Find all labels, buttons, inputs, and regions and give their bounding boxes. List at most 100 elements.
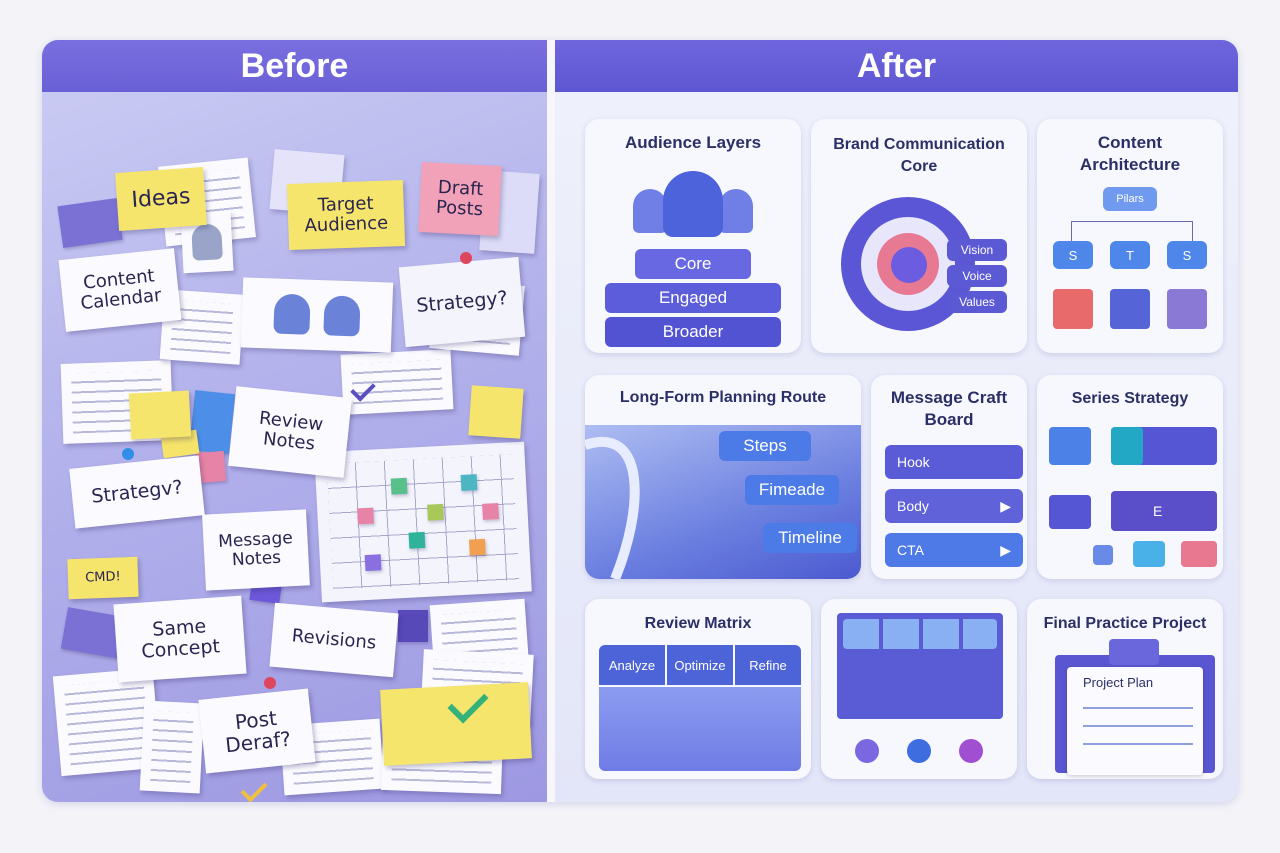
note-same-concept: Same Concept bbox=[113, 595, 247, 683]
calendar-entry bbox=[390, 477, 408, 495]
card-review-matrix: Review Matrix Analyze Optimize Refine bbox=[585, 599, 811, 779]
card-title: Content Architecture bbox=[1079, 133, 1181, 174]
note-content-calendar-label: Content Calendar bbox=[79, 265, 163, 315]
clipboard-clip bbox=[1109, 639, 1159, 665]
sticky-note-yellow bbox=[128, 390, 192, 440]
note-draft-posts: Draft Posts bbox=[418, 161, 502, 237]
person-icon bbox=[663, 171, 723, 237]
envelope-icon bbox=[57, 198, 123, 248]
core-label-voice: Voice bbox=[947, 265, 1007, 287]
note-draft-posts-label: Draft Posts bbox=[435, 177, 484, 221]
card-title: Long-Form Planning Route bbox=[619, 389, 827, 406]
after-dashboard: Audience Layers Core Engaged Broader Bra… bbox=[555, 92, 1238, 802]
calendar-grid bbox=[314, 441, 532, 603]
calendar-entry bbox=[460, 474, 478, 491]
sticky-note-yellow bbox=[380, 682, 532, 766]
color-chip bbox=[398, 610, 428, 642]
craft-row-hook: Hook bbox=[885, 445, 1023, 479]
note-review-notes: Review Notes bbox=[228, 386, 352, 478]
status-dot bbox=[959, 739, 983, 763]
calendar-entry bbox=[468, 538, 486, 556]
close-icon bbox=[1181, 541, 1217, 567]
series-node-label: E bbox=[1153, 503, 1163, 519]
person-icon bbox=[273, 293, 311, 335]
calendar-lines bbox=[326, 454, 520, 590]
craft-row-label: CTA bbox=[897, 542, 924, 558]
note-ideas-label: Ideas bbox=[130, 183, 192, 213]
paper-sheet bbox=[340, 349, 454, 415]
calendar-entry bbox=[482, 503, 499, 520]
push-pin-icon bbox=[264, 677, 276, 689]
note-strategy-1: Strategy? bbox=[398, 256, 526, 348]
note-post-draft: Post Deraf? bbox=[198, 688, 316, 774]
core-label-vision: Vision bbox=[947, 239, 1007, 261]
card-title: Review Matrix bbox=[644, 615, 752, 632]
note-revisions-label: Revisions bbox=[290, 625, 378, 654]
status-dot bbox=[907, 739, 931, 763]
mail-icon bbox=[1049, 495, 1091, 529]
route-path-icon bbox=[585, 437, 640, 579]
card-board bbox=[821, 599, 1017, 779]
calendar-entry bbox=[408, 531, 426, 549]
note-same-concept-label: Same Concept bbox=[140, 615, 221, 663]
architecture-root: Pilars bbox=[1103, 187, 1157, 211]
card-title: Message Craft Board bbox=[890, 388, 1008, 429]
card-message-craft: Message Craft Board Hook Body ▶ CTA ▶ bbox=[871, 375, 1027, 579]
layer-core: Core bbox=[635, 249, 751, 279]
card-title: Series Strategy bbox=[1071, 390, 1189, 407]
audience-group-icon bbox=[633, 171, 753, 241]
craft-row-label: Body bbox=[897, 498, 929, 514]
architecture-node: S bbox=[1053, 241, 1093, 269]
push-pin-icon bbox=[122, 448, 134, 460]
card-brand-core: Brand Communication Core Vision Voice Va… bbox=[811, 119, 1027, 353]
card-final-project: Final Practice Project Project Plan bbox=[1027, 599, 1223, 779]
person-icon bbox=[191, 223, 223, 261]
note-target-audience-label: Target Audience bbox=[304, 193, 389, 237]
note-cmd-label: CMD! bbox=[84, 569, 121, 586]
note-message-notes: Message Notes bbox=[202, 509, 310, 591]
note-strategy-1-label: Strategy? bbox=[415, 286, 509, 317]
card-title: Audience Layers bbox=[624, 133, 762, 152]
comparison-frame: Before After bbox=[42, 40, 1238, 802]
paper-sheet bbox=[139, 700, 205, 794]
note-target-audience: Target Audience bbox=[286, 179, 406, 251]
series-node bbox=[1133, 541, 1165, 567]
sticky-note-yellow bbox=[468, 385, 524, 439]
route-step-fimeade: Fimeade bbox=[745, 475, 839, 505]
matrix-column-refine: Refine bbox=[735, 645, 801, 685]
play-icon: ▶ bbox=[1000, 497, 1011, 514]
person-icon bbox=[323, 295, 361, 337]
route-step-steps: Steps bbox=[719, 431, 811, 461]
person-icon bbox=[719, 189, 753, 233]
series-node bbox=[1049, 427, 1091, 465]
card-long-form-route: Long-Form Planning Route Steps Fimeade T… bbox=[585, 375, 861, 579]
plan-title: Project Plan bbox=[1083, 675, 1154, 690]
note-cmd: CMD! bbox=[67, 556, 139, 600]
series-node bbox=[1093, 545, 1113, 565]
card-content-architecture: Content Architecture Pilars S T S bbox=[1037, 119, 1223, 353]
calendar-entry bbox=[357, 507, 375, 525]
route-step-timeline: Timeline bbox=[763, 523, 857, 553]
card-series-strategy: Series Strategy E bbox=[1037, 375, 1223, 579]
matrix-body bbox=[599, 687, 801, 771]
calendar-entry bbox=[364, 554, 382, 572]
board-header-row bbox=[843, 619, 997, 649]
matrix-column-optimize: Optimize bbox=[667, 645, 733, 685]
architecture-node: S bbox=[1167, 241, 1207, 269]
card-audience-layers: Audience Layers Core Engaged Broader bbox=[585, 119, 801, 353]
chat-icon bbox=[1110, 289, 1150, 329]
location-icon bbox=[1053, 289, 1093, 329]
after-header: After bbox=[555, 40, 1238, 92]
matrix-column-analyze: Analyze bbox=[599, 645, 665, 685]
status-dot bbox=[855, 739, 879, 763]
person-photo-card bbox=[240, 277, 394, 353]
before-header: Before bbox=[42, 40, 547, 92]
craft-row-body: Body ▶ bbox=[885, 489, 1023, 523]
note-strategy-2-label: Strategv? bbox=[90, 475, 184, 508]
series-node: E bbox=[1111, 491, 1217, 531]
note-strategy-2: Strategv? bbox=[69, 455, 205, 529]
note-message-notes-label: Message Notes bbox=[217, 528, 294, 571]
before-collage: Ideas Target Audience Draft Posts Conten… bbox=[42, 92, 547, 802]
note-ideas: Ideas bbox=[115, 167, 207, 231]
calendar-entry bbox=[427, 503, 444, 521]
